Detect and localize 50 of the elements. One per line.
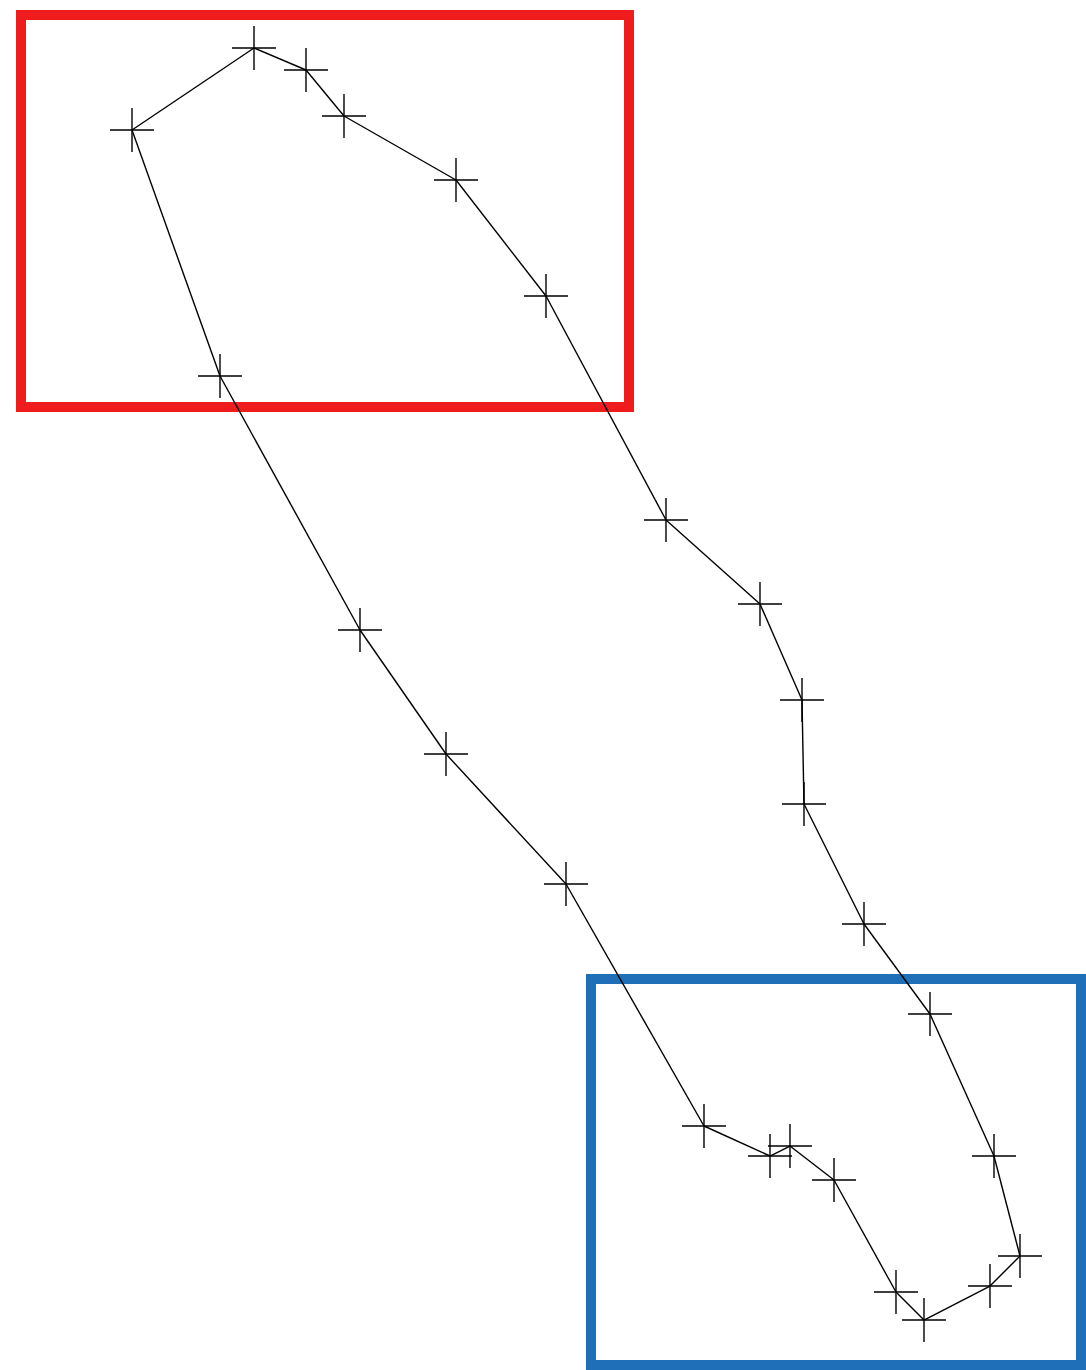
cross-marker (737, 581, 783, 627)
cross-marker (423, 731, 469, 777)
track-line (993, 1155, 1021, 1257)
track-line (759, 603, 803, 701)
cross-marker (283, 47, 329, 93)
track-line (769, 1145, 791, 1157)
cross-marker (321, 93, 367, 139)
cross-marker (873, 1269, 919, 1315)
track-line (833, 1179, 897, 1293)
track-line (131, 47, 255, 131)
cross-marker (907, 991, 953, 1037)
cross-marker (337, 607, 383, 653)
cross-marker (811, 1157, 857, 1203)
track-line (801, 699, 805, 805)
track-line (929, 1013, 995, 1157)
cross-marker (779, 677, 825, 723)
track-line (253, 47, 307, 71)
track-line (131, 129, 221, 377)
cross-marker (997, 1233, 1043, 1279)
track-line (359, 629, 447, 755)
cross-marker (643, 497, 689, 543)
cross-marker (781, 781, 827, 827)
track-line (863, 923, 931, 1015)
track-line (923, 1285, 991, 1321)
track-line (565, 883, 705, 1127)
cross-marker (433, 157, 479, 203)
track-line (305, 69, 345, 117)
track-line (343, 115, 457, 181)
cross-marker (747, 1133, 793, 1179)
cross-marker (967, 1263, 1013, 1309)
track-line (703, 1125, 771, 1157)
cross-marker (767, 1123, 813, 1169)
track-line (545, 295, 667, 521)
cross-marker (841, 901, 887, 947)
cross-marker (543, 861, 589, 907)
track-line (219, 375, 361, 631)
cross-marker (231, 25, 277, 71)
cross-marker (681, 1103, 727, 1149)
track-line (803, 803, 865, 925)
cross-marker (971, 1133, 1017, 1179)
cross-marker (197, 353, 243, 399)
cross-marker (109, 107, 155, 153)
track-line (665, 519, 761, 605)
track-line (989, 1255, 1021, 1287)
cross-marker (523, 273, 569, 319)
track-line (445, 753, 567, 885)
track-line (789, 1145, 835, 1181)
track-line (895, 1291, 925, 1321)
track-line (455, 179, 547, 297)
cross-marker (901, 1297, 947, 1343)
